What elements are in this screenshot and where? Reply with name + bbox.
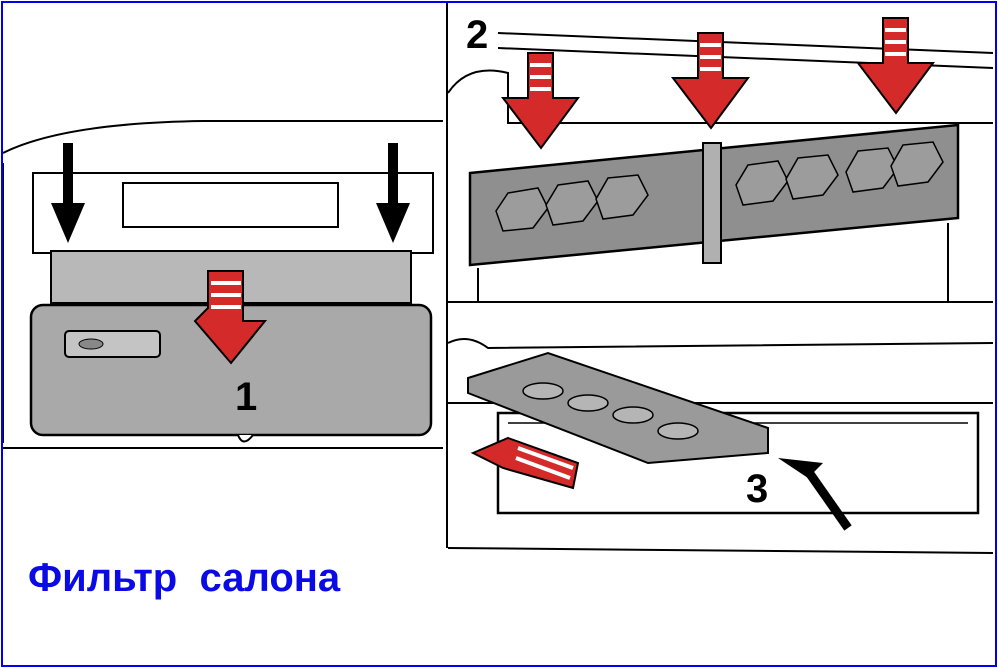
cover-illustration bbox=[448, 17, 993, 301]
panel-step-2-cover: 2 bbox=[448, 3, 993, 301]
horizontal-divider bbox=[448, 301, 993, 303]
step-1-label: 1 bbox=[235, 375, 258, 419]
caption-cabin-filter: Фильтр салона bbox=[28, 556, 341, 600]
filter-illustration bbox=[448, 338, 993, 554]
step-2-label: 2 bbox=[466, 13, 489, 57]
panel-step-1-glovebox: 1 bbox=[3, 3, 446, 548]
press-arrow-left bbox=[51, 143, 85, 243]
step-3-label: 3 bbox=[746, 467, 769, 511]
press-arrow-right bbox=[376, 143, 410, 243]
panel-step-3-filter: 3 bbox=[448, 303, 993, 600]
press-arrows-red bbox=[500, 17, 935, 150]
slide-arrow-red bbox=[470, 436, 580, 490]
glovebox-illustration bbox=[3, 120, 443, 449]
open-arrow-red bbox=[193, 270, 268, 365]
vertical-divider bbox=[446, 3, 448, 548]
pointer-arrow-black bbox=[778, 458, 852, 531]
